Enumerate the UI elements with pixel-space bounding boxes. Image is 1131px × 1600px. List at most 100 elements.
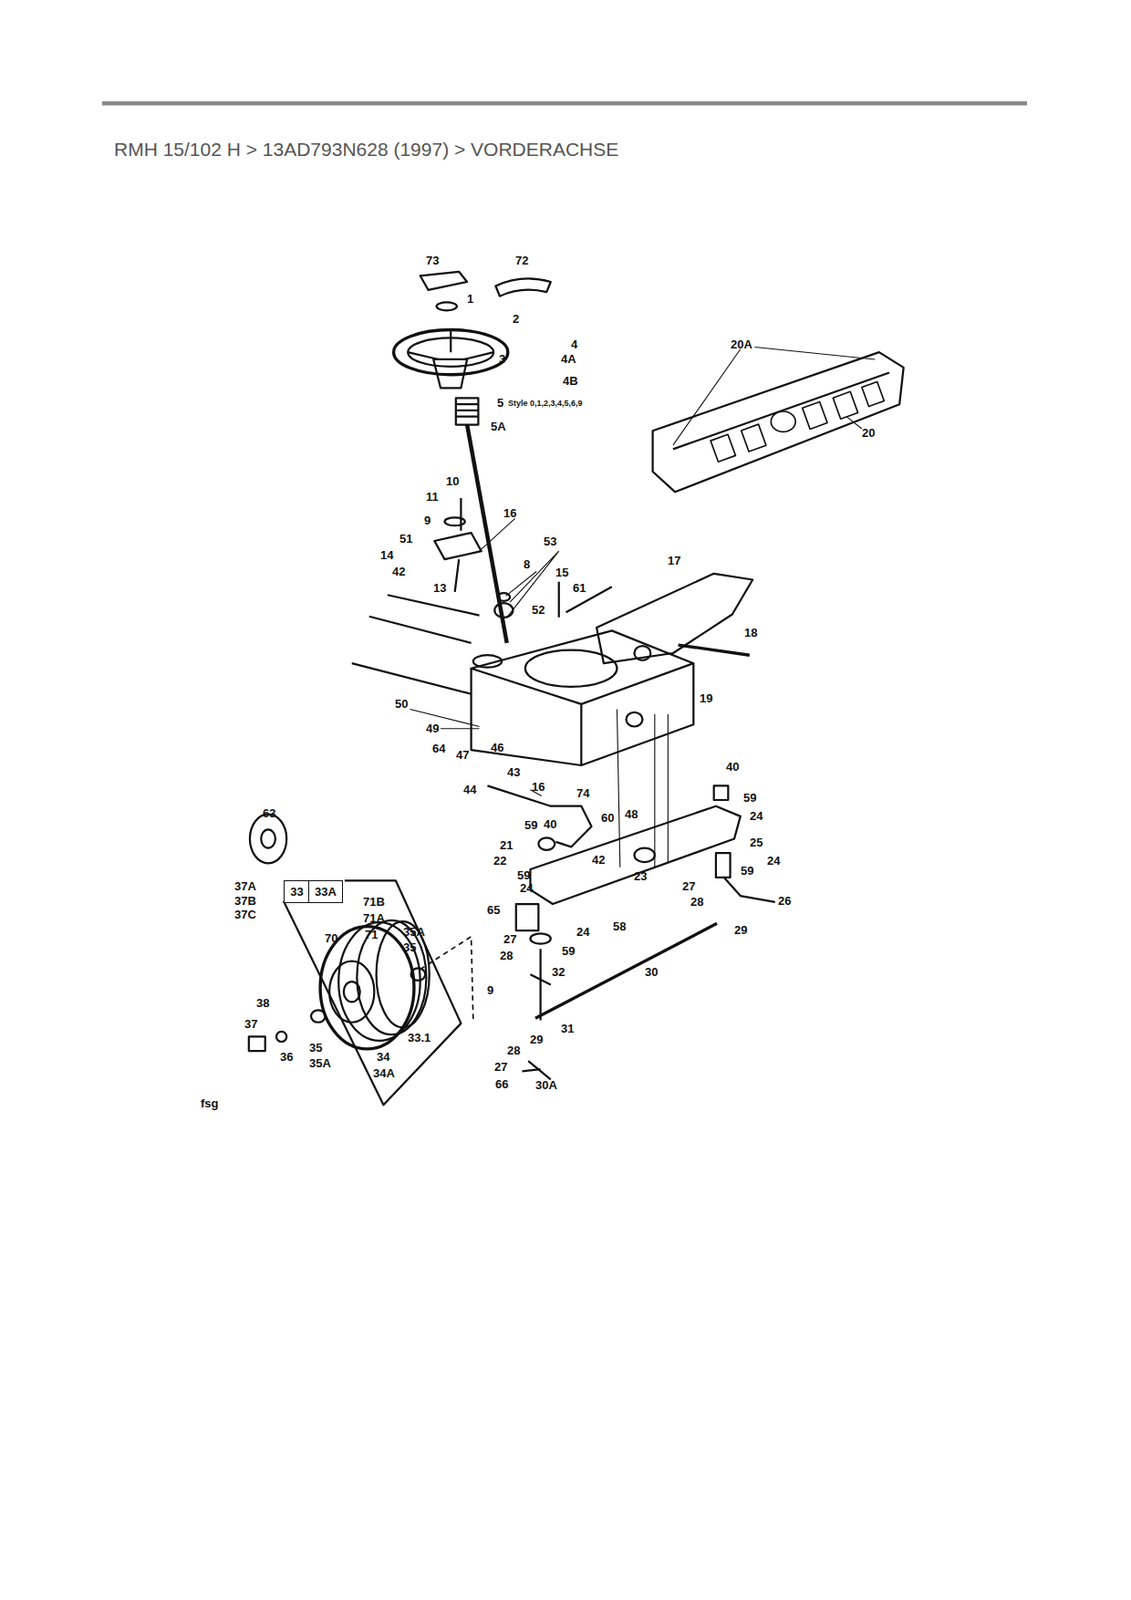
table-cell-box: 33A [308,880,343,903]
callout-number: 59 [740,864,754,877]
callout-number: 16 [531,780,545,793]
callout-number: 42 [392,565,405,578]
callout-number: 26 [778,894,791,907]
callout-number: 27 [503,933,517,945]
breadcrumb-title: RMH 15/102 H > 13AD793N628 (1997) > VORD… [114,139,619,159]
callout-number: 33A [314,885,337,898]
callout-number: 32 [551,965,565,978]
callout-number: 28 [499,949,513,962]
callout-number: 71B [363,895,385,908]
callout-number: 30A [535,1079,558,1091]
callout-number: 19 [699,692,713,705]
callout-number: 4A [560,352,577,365]
table-cell-box: 33 [283,880,311,903]
callout-number: 30 [644,965,658,978]
callout-number: 25 [749,836,763,849]
callout-number: 23 [633,870,647,882]
callout-number: 59 [524,819,538,831]
callout-number: 34A [373,1067,395,1080]
callout-number: 59 [743,791,757,804]
callout-number: 38 [256,996,270,1009]
callout-number: 4B [562,374,579,387]
callout-number: 14 [380,549,394,561]
callout-number: 71A [363,912,385,924]
callout-number: 9 [424,514,431,527]
callout-number: 4 [570,338,578,351]
callout-number: 36 [280,1050,293,1063]
callout-number: 13 [433,581,447,594]
callout-number: 70 [324,932,338,945]
callout-number: 29 [529,1033,543,1046]
callout-number: 43 [507,766,520,779]
callout-number: 24 [767,854,780,867]
callout-number: 33 [290,885,303,898]
callout-number: 5A [490,420,507,433]
callout-number: 48 [624,808,638,820]
callout-number: 18 [744,626,758,639]
callout-number: 20 [861,426,875,439]
callout-number: 37B [234,894,257,907]
callout-number: 53 [543,535,557,548]
callout-number: fsg [200,1097,219,1110]
callout-number: 20A [730,338,753,351]
callout-number: 5 [497,396,504,409]
callout-number: 74 [576,787,590,799]
callout-number: 11 [425,490,439,503]
callout-number: 33.1 [407,1031,431,1044]
callout-number: 16 [503,507,517,519]
callout-number: 34 [376,1050,390,1063]
callout-number: 49 [425,722,439,735]
callout-number: 24 [576,925,590,938]
callout-number: 31 [560,1022,574,1035]
callout-number: 71 [364,928,378,941]
callout-number: 44 [463,783,477,796]
callout-number: 50 [394,697,408,710]
callout-number: 72 [515,254,529,267]
callout-number: 29 [734,923,748,936]
callout-number: 35A [309,1057,332,1069]
callout-number: 1 [466,292,474,305]
callout-number: 8 [523,558,530,571]
callout-number: 60 [601,811,614,824]
callout-number: 28 [690,895,704,908]
callout-number: 40 [726,760,739,773]
callout-number: 37A [234,880,257,893]
callout-number: 9 [487,984,494,997]
callout-number: 27 [682,880,696,893]
callout-number: 3 [498,352,506,365]
callout-number: 35A [403,925,426,938]
callout-number: 24 [519,881,533,894]
header-rule [102,101,1028,105]
callout-number: 2 [512,312,519,325]
callout-number: 61 [572,581,586,594]
drawing [249,271,904,1106]
callout-number: 58 [612,920,626,933]
callout-number: 65 [487,903,500,916]
callout-number: 27 [494,1060,508,1073]
callout-number: 17 [667,554,681,567]
callout-number: 35 [403,941,416,954]
callout-number: 66 [495,1078,509,1090]
callout-number: 47 [456,748,469,761]
callout-number: 51 [399,532,413,545]
callout-number: 59 [517,869,530,882]
callout-number: 35 [309,1041,322,1054]
callout-number: 59 [561,944,575,957]
callout-number: 22 [493,854,507,867]
callout-number: 42 [591,853,605,866]
callout-number: 40 [543,818,557,831]
callout-number: 28 [507,1044,520,1057]
callout-number: 24 [749,809,763,822]
callout-number: 73 [425,254,439,267]
callout-number: Style 0,1,2,3,4,5,6,9 [508,399,583,408]
callout-number: 21 [499,839,513,851]
callout-number: 37C [234,908,257,921]
callout-number: 15 [555,566,569,579]
callout-number: 64 [432,742,446,755]
callout-number: 46 [490,741,504,754]
callout-number: 10 [446,475,459,488]
callout-number: 37 [244,1017,258,1030]
callout-number: 63 [262,807,276,820]
callout-number: 52 [531,603,545,616]
